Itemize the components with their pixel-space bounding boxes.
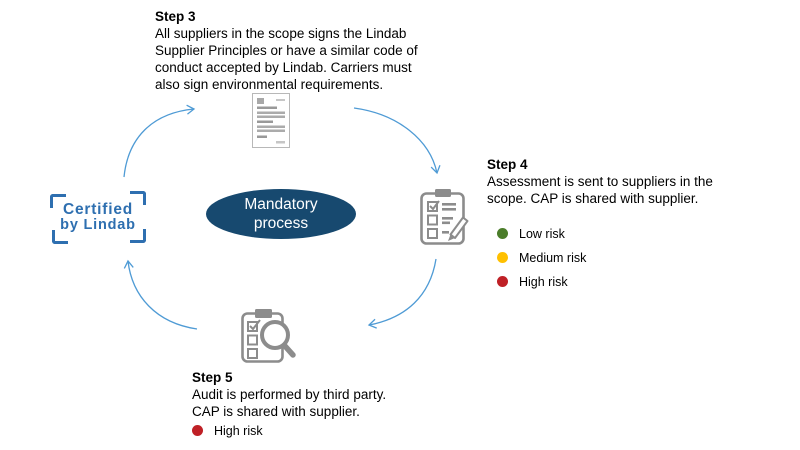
high-risk-dot-icon bbox=[497, 276, 508, 287]
clipboard-magnifier-icon bbox=[241, 309, 296, 363]
legend-row-low-risk: Low risk bbox=[497, 226, 797, 241]
high-risk-label: High risk bbox=[214, 423, 263, 438]
stamp-corner-icon bbox=[50, 194, 66, 208]
step-5-text-line: CAP is shared with supplier. bbox=[192, 404, 360, 419]
step-4-block: Step 4 Assessment is sent to suppliers i… bbox=[487, 156, 797, 299]
medium-risk-label: Medium risk bbox=[519, 250, 587, 265]
low-risk-label: Low risk bbox=[519, 226, 565, 241]
checklist-pencil-icon bbox=[420, 189, 469, 245]
stamp-corner-icon bbox=[130, 229, 146, 243]
logo-text-line: by Lindab bbox=[60, 217, 136, 233]
step-3-text-line: also sign environmental requirements. bbox=[155, 77, 384, 92]
stamp-corner-icon bbox=[52, 230, 68, 244]
contract-document-icon bbox=[252, 93, 290, 148]
step-5-risk-row: High risk bbox=[192, 423, 472, 438]
legend-row-high-risk: High risk bbox=[497, 274, 797, 289]
step-3-text-line: All suppliers in the scope signs the Lin… bbox=[155, 26, 407, 41]
logo-text-line: Certified bbox=[62, 201, 134, 218]
legend-row-medium-risk: Medium risk bbox=[497, 250, 797, 265]
step-5-text-line: Audit is performed by third party. bbox=[192, 387, 387, 402]
medium-risk-dot-icon bbox=[497, 252, 508, 263]
step-3-text-line: conduct accepted by Lindab. Carriers mus… bbox=[155, 60, 412, 75]
step-5-block: Step 5 Audit is performed by third party… bbox=[192, 369, 472, 438]
high-risk-label: High risk bbox=[519, 274, 568, 289]
arrow-step4-to-step5 bbox=[367, 258, 437, 329]
ellipse-label-line: Mandatory bbox=[244, 196, 318, 213]
arrow-logo-to-step3 bbox=[123, 104, 196, 178]
arrow-step3-to-step4 bbox=[353, 107, 441, 175]
step-3-block: Step 3 All suppliers in the scope signs … bbox=[155, 8, 475, 93]
step-5-title: Step 5 bbox=[192, 370, 233, 385]
step-4-text-line: Assessment is sent to suppliers in the bbox=[487, 174, 713, 189]
high-risk-dot-icon bbox=[192, 425, 203, 436]
low-risk-dot-icon bbox=[497, 228, 508, 239]
ellipse-label-line: process bbox=[253, 215, 309, 232]
step-3-title: Step 3 bbox=[155, 9, 196, 24]
step-4-title: Step 4 bbox=[487, 157, 528, 172]
step-4-text-line: scope. CAP is shared with supplier. bbox=[487, 191, 699, 206]
certified-by-lindab-logo: Certified by Lindab bbox=[50, 191, 146, 244]
step-3-text-line: Supplier Principles or have a similar co… bbox=[155, 43, 418, 58]
mandatory-process-ellipse: Mandatory process bbox=[206, 189, 356, 239]
stamp-corner-icon bbox=[130, 191, 146, 205]
arrow-step5-to-logo bbox=[123, 259, 198, 330]
risk-legend: Low risk Medium risk High risk bbox=[497, 226, 797, 289]
